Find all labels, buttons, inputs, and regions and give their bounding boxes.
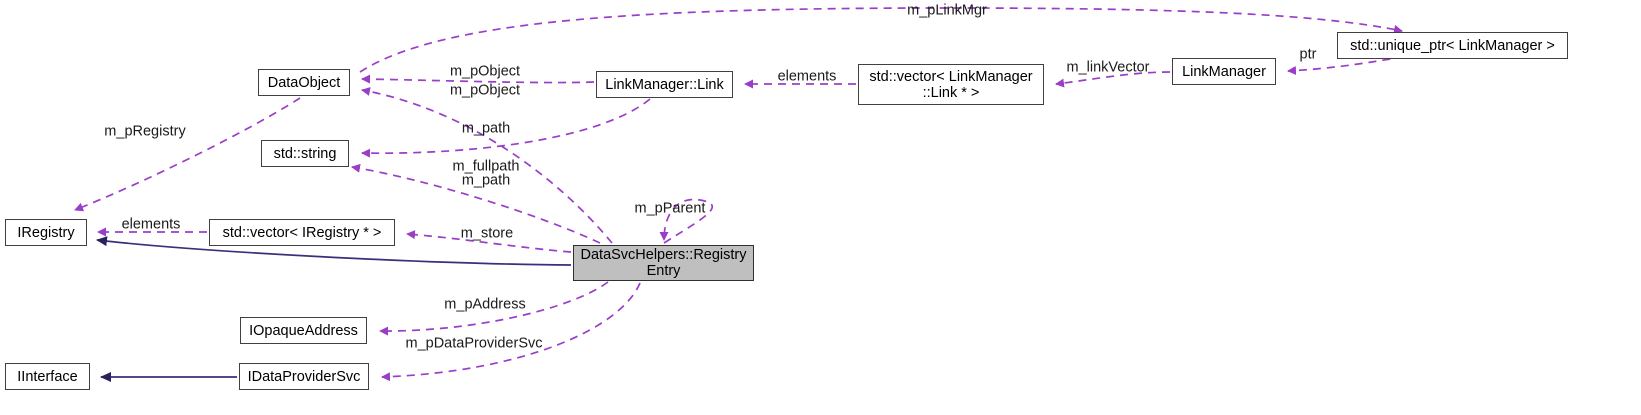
- node-idataprovidersvc[interactable]: IDataProviderSvc: [239, 363, 369, 390]
- node-linkmanager-link[interactable]: LinkManager::Link: [596, 71, 733, 98]
- edge-m-plinkmgr: [359, 7, 1403, 73]
- node-linkmanager[interactable]: LinkManager: [1172, 58, 1276, 85]
- node-dataobject[interactable]: DataObject: [258, 69, 350, 96]
- node-vector-iregistry[interactable]: std::vector< IRegistry * >: [209, 219, 395, 246]
- node-unique-ptr-linkmanager[interactable]: std::unique_ptr< LinkManager >: [1337, 32, 1568, 59]
- node-std-string[interactable]: std::string: [261, 140, 349, 167]
- edge-m-fullpath: [351, 163, 601, 244]
- edge-m-pobject-registry: [361, 87, 613, 244]
- edge-m-pregistry: [74, 97, 301, 212]
- node-iopaqueaddress[interactable]: IOpaqueAddress: [240, 317, 367, 344]
- node-vector-linkmanager-link[interactable]: std::vector< LinkManager ::Link * >: [858, 64, 1044, 105]
- edge-m-pdataprovidersvc: [381, 282, 641, 382]
- node-iinterface[interactable]: IInterface: [5, 363, 90, 390]
- edge-m-store: [406, 230, 572, 253]
- edge-m-pobject-link: [361, 74, 595, 84]
- edge-m-paddress: [379, 281, 609, 336]
- edge-m-linkvector: [1055, 71, 1171, 88]
- edge-inherit-iregistry: [96, 236, 572, 266]
- node-iregistry[interactable]: IRegistry: [5, 219, 87, 246]
- node-registryentry[interactable]: DataSvcHelpers::Registry Entry: [573, 245, 754, 281]
- edge-m-path: [361, 98, 651, 158]
- edge-ptr: [1287, 56, 1405, 76]
- edge-m-pparent: [659, 198, 714, 244]
